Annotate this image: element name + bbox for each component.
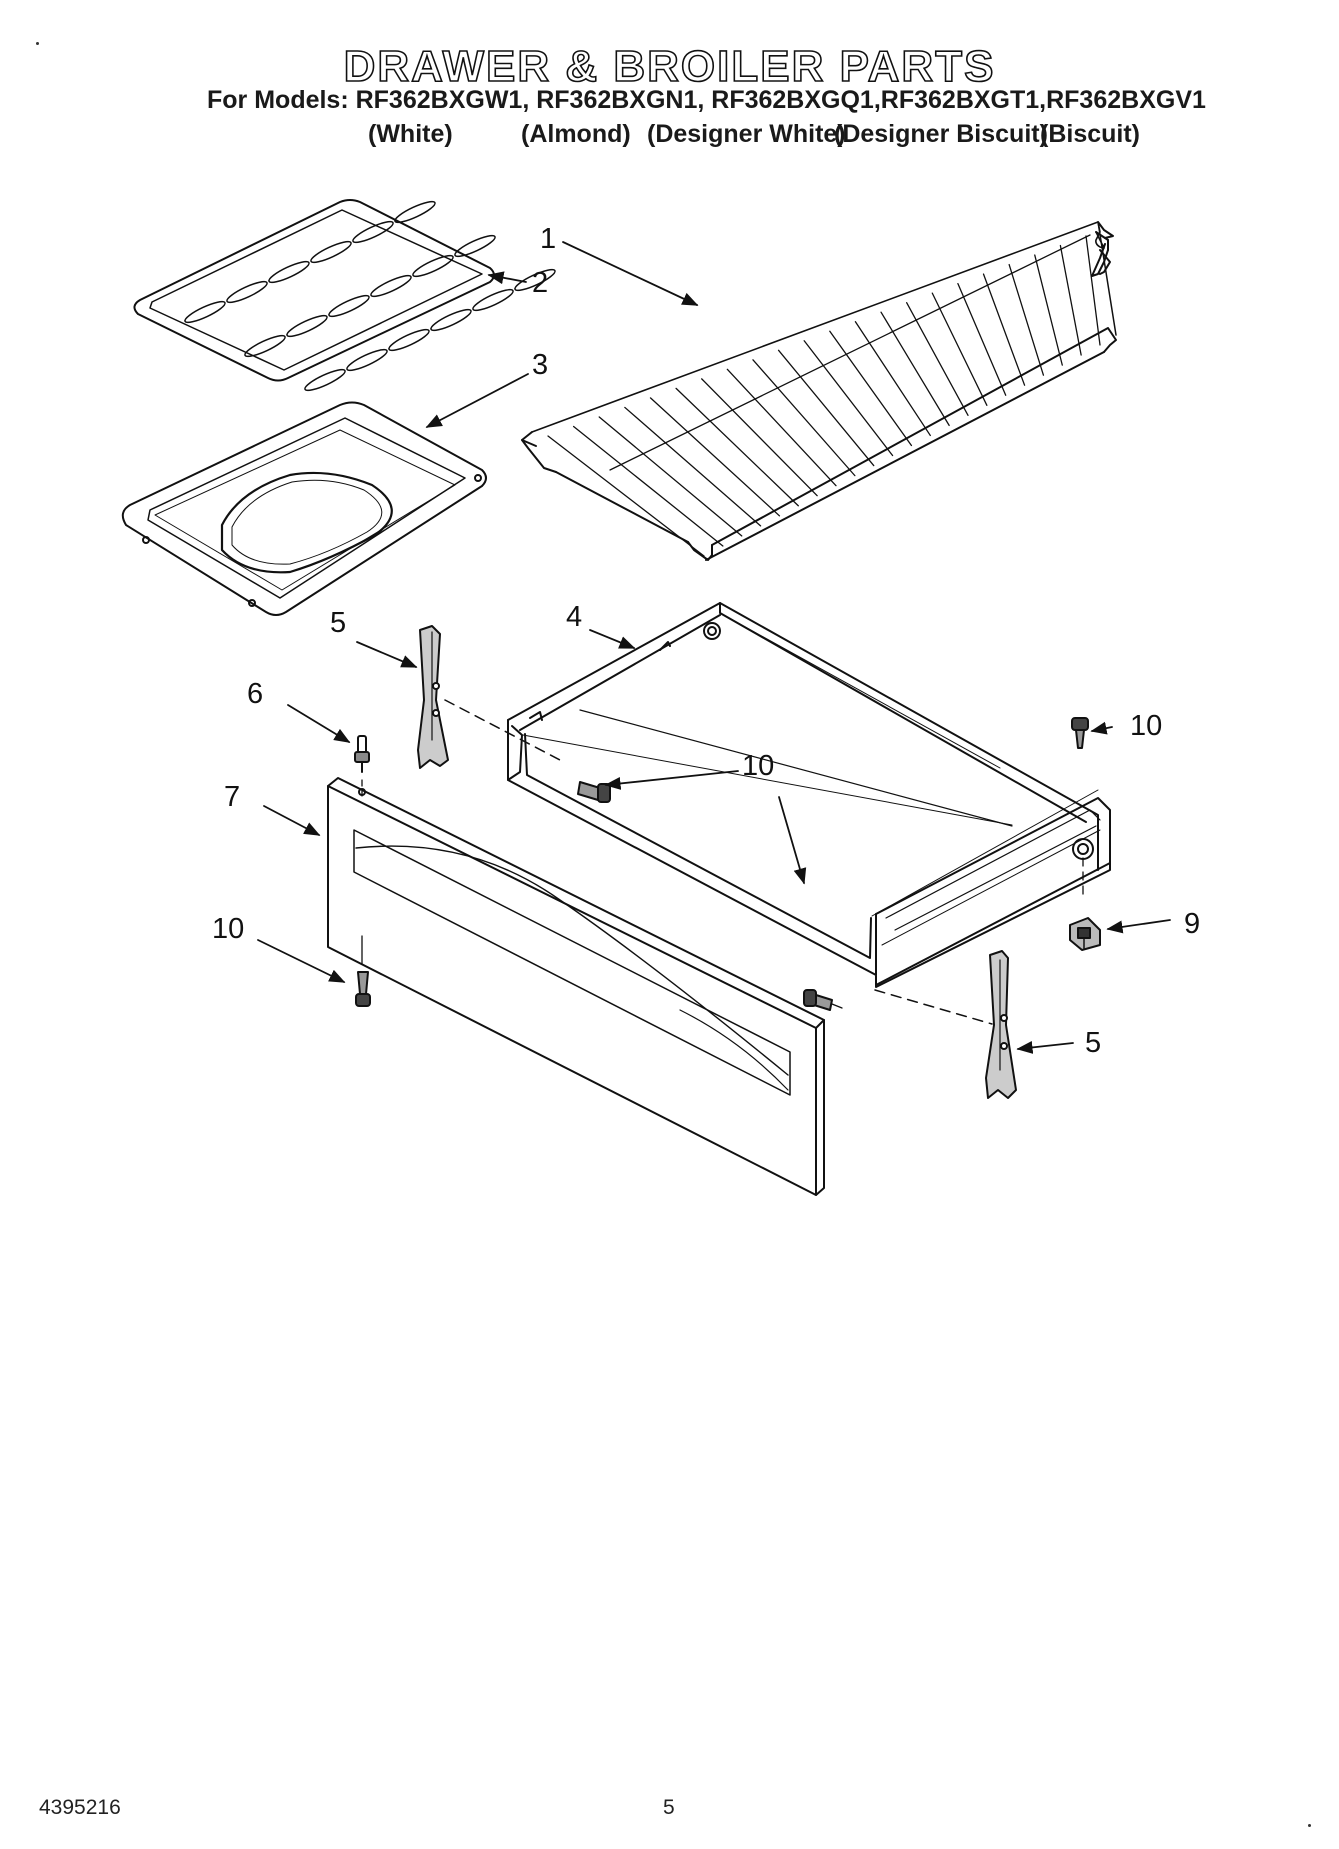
grid-slot — [268, 260, 310, 284]
callout-5-right: 5 — [1085, 1027, 1101, 1059]
callout-3: 3 — [532, 349, 548, 381]
rack-bar — [1085, 235, 1101, 346]
oven-rack — [521, 221, 1117, 561]
callout-labels: 1 2 3 4 5 6 7 10 10 9 10 5 — [212, 223, 1200, 1059]
grid-slot — [310, 240, 352, 264]
storage-drawer — [507, 602, 1111, 988]
models-line: For Models: RF362BXGW1, RF362BXGN1, RF36… — [207, 86, 1206, 114]
color-white: (White) — [368, 120, 453, 148]
doc-number: 4395216 — [39, 1796, 121, 1819]
rack-bar — [598, 416, 743, 537]
grid-slot — [244, 334, 286, 358]
rack-bar — [906, 302, 969, 416]
callout-2: 2 — [532, 267, 548, 299]
rack-bar — [726, 368, 837, 487]
rack-bar — [1008, 263, 1045, 376]
rack-bar — [803, 340, 894, 457]
rack-bar — [957, 282, 1007, 396]
bracket-part — [1069, 917, 1101, 951]
rack-bar — [777, 349, 875, 467]
grid-slot — [304, 368, 346, 392]
grid-slot — [226, 280, 268, 304]
grid-slot — [454, 234, 496, 258]
pin-part — [354, 735, 370, 773]
rack-bar — [931, 292, 988, 406]
grid-slot — [346, 348, 388, 372]
page-title: DRAWER & BROILER PARTS — [343, 41, 996, 92]
grid-slot — [352, 220, 394, 244]
page-number: 5 — [663, 1796, 675, 1819]
callout-arrows — [257, 241, 1171, 1054]
drawer-slide-right — [985, 950, 1017, 1099]
rack-bar — [854, 321, 931, 437]
rack-bar — [649, 397, 781, 517]
callout-10-drawer-mid: 10 — [742, 750, 774, 782]
color-designer-white: (Designer White) — [647, 120, 846, 148]
color-biscuit: (Biscuit) — [1040, 120, 1140, 148]
grid-slot — [412, 254, 454, 278]
callout-10-front: 10 — [212, 913, 244, 945]
corner-dot-bottom — [1308, 1824, 1311, 1827]
callout-7: 7 — [224, 781, 240, 813]
callout-10-drawer-right: 10 — [1130, 710, 1162, 742]
callout-5-left: 5 — [330, 607, 346, 639]
grid-slot — [472, 288, 514, 312]
rack-bar — [880, 311, 950, 427]
broiler-pan — [121, 401, 487, 616]
grid-slot — [388, 328, 430, 352]
drawer-front-panel — [327, 777, 825, 1196]
grid-slot — [514, 268, 556, 292]
rack-bar — [1059, 244, 1082, 356]
grid-slot — [370, 274, 412, 298]
screw-10-drawer-right — [1071, 717, 1089, 749]
callout-6: 6 — [247, 678, 263, 710]
broiler-grid — [133, 199, 556, 392]
grid-slot — [286, 314, 328, 338]
rack-bar — [675, 387, 799, 507]
rack-bar — [572, 425, 724, 547]
rack-bar — [982, 273, 1026, 386]
drawer-slide-left — [417, 625, 449, 769]
rack-bar — [701, 378, 818, 497]
grid-slot — [328, 294, 370, 318]
rack-bar — [752, 359, 856, 477]
rack-bar — [624, 406, 762, 527]
corner-dot-top — [36, 42, 39, 45]
color-almond: (Almond) — [521, 120, 631, 148]
grid-slot — [184, 300, 226, 324]
callout-4: 4 — [566, 601, 582, 633]
rack-bar — [547, 435, 705, 557]
callout-1: 1 — [540, 223, 556, 255]
color-designer-biscuit: (Designer Biscuit) — [834, 120, 1048, 148]
grid-slot — [394, 200, 436, 224]
screw-10-drawer-mid — [803, 989, 843, 1011]
callout-9: 9 — [1184, 908, 1200, 940]
rack-bar — [1034, 254, 1063, 366]
grid-slot — [430, 308, 472, 332]
rack-bar — [829, 330, 913, 447]
screw-10-front — [355, 971, 371, 1007]
